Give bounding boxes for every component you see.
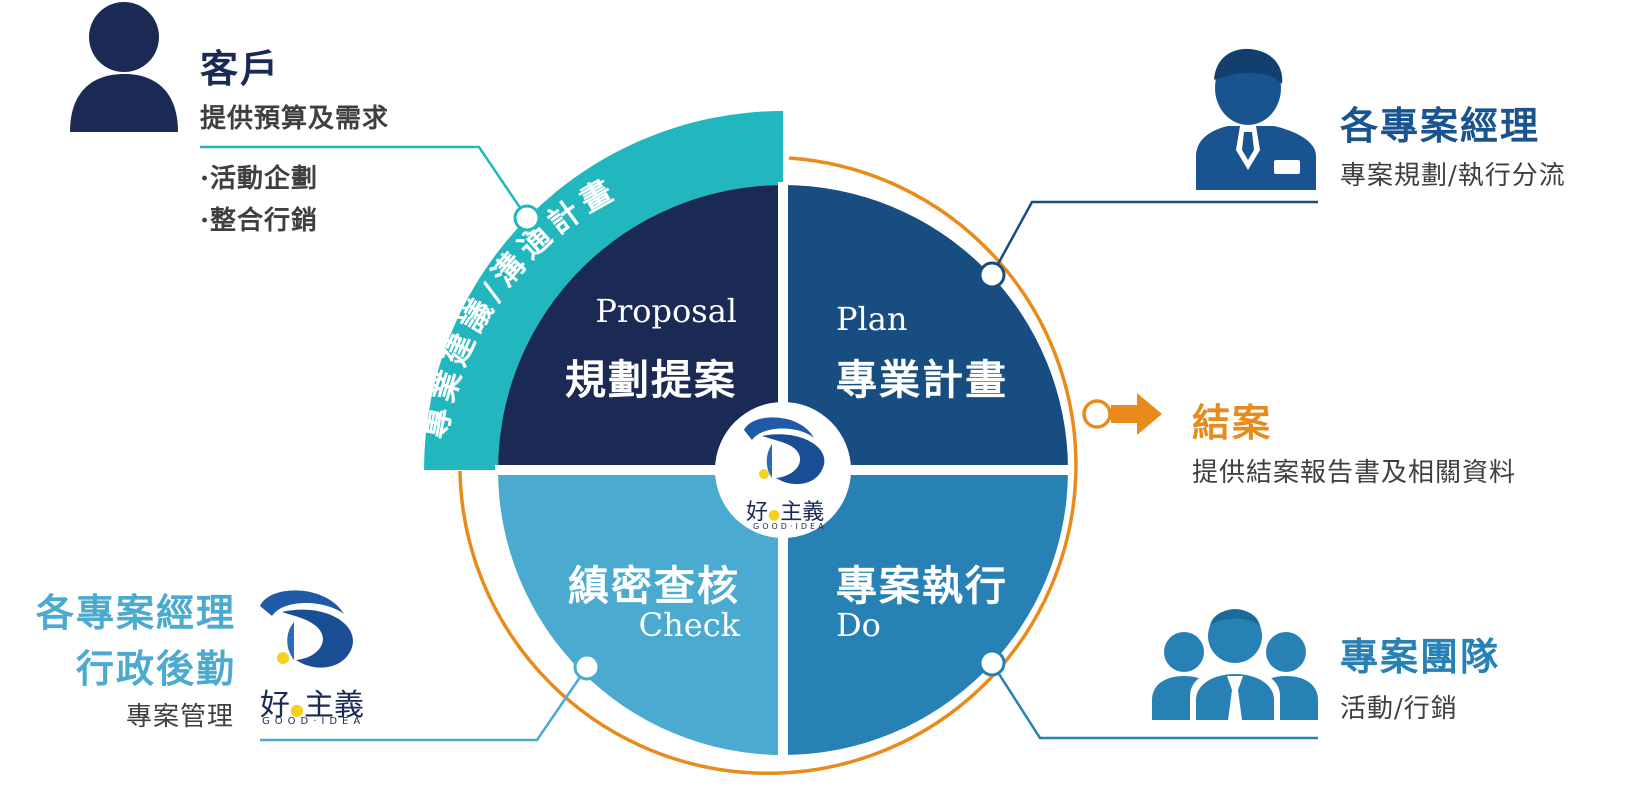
center-logo-char: 好 [746,500,769,525]
admin-line2: 行政後勤 [75,646,236,691]
outer-ring [458,156,1078,776]
client-subtitle: 提供預算及需求 [200,104,390,134]
check-en: Check [638,606,740,644]
client-item-1: ·活動企劃 [200,164,319,194]
admin-logo-tagline: GOOD·IDEA [262,716,366,727]
plan-en: Plan [836,300,908,338]
do-en: Do [836,606,881,644]
admin-logo-char: 好 [260,688,290,723]
team-title: 專案團隊 [1340,634,1501,679]
node-closing [1082,399,1112,429]
closing-title: 結案 [1192,400,1273,445]
check-zh: 縝密查核 [568,562,740,610]
connector-team [990,662,1318,740]
pm-subtitle: 專案規劃/執行分流 [1340,161,1566,191]
center-logo-name: 好●主義 [746,500,825,525]
center-logo-char2: 主義 [780,500,825,525]
admin-logo-char2: 主義 [303,688,364,723]
node-plan [978,261,1006,289]
proposal-en: Proposal [595,292,737,330]
pm-title: 各專案經理 [1340,103,1541,148]
connector-pm [990,200,1318,276]
quadrant-proposal [498,185,783,470]
team-icon [1152,604,1318,720]
closing-subtitle: 提供結案報告書及相關資料 [1192,458,1517,488]
client-person-icon [70,2,178,132]
client-title: 客戶 [200,46,281,91]
quadrant-do [783,470,1068,755]
team-subtitle: 活動/行銷 [1340,694,1458,724]
connector-client [200,145,529,219]
admin-logo-name: 好●主義 [260,688,364,723]
quadrant-check [498,470,783,755]
plan-zh: 專業計畫 [836,356,1008,404]
do-zh: 專案執行 [836,562,1008,610]
closing-arrow-icon [1111,393,1162,435]
admin-line1: 各專案經理 [35,590,236,635]
connector-admin [260,666,589,742]
teal-arc-band [424,111,783,470]
node-client [513,204,541,232]
center-logo-tagline: GOOD·IDEA [753,522,827,531]
center-logo-mark [744,417,825,485]
admin-logo-mark [260,590,353,668]
node-do [978,649,1006,677]
node-check [573,653,601,681]
admin-subtitle: 專案管理 [125,702,234,732]
client-item-2: ·整合行銷 [200,206,319,236]
quadrant-plan [783,185,1068,470]
manager-icon [1196,48,1316,190]
proposal-zh: 規劃提案 [565,356,737,404]
